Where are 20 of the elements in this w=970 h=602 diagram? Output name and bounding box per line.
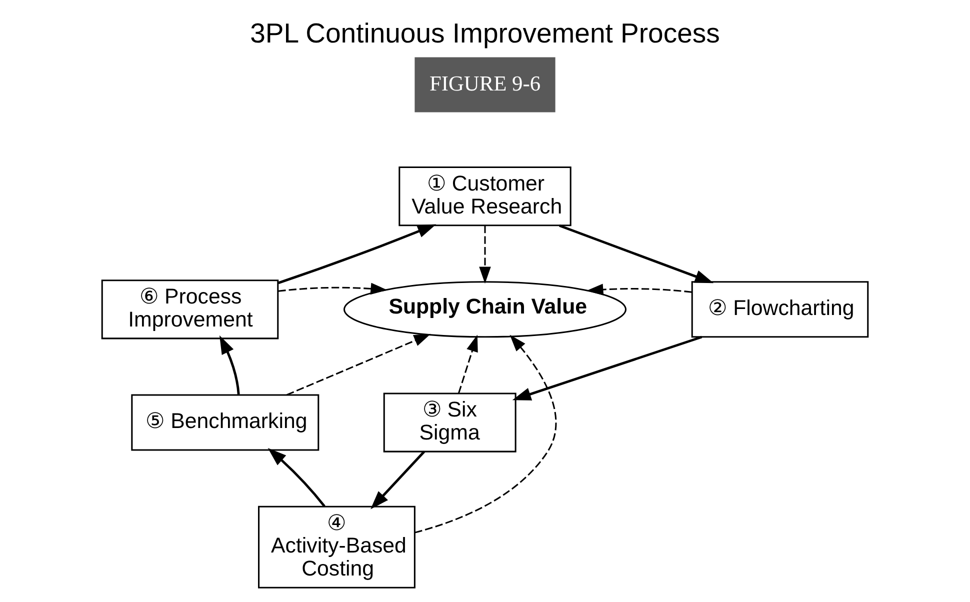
node-box: ① Customer Value Research [398, 166, 572, 226]
arrow [278, 282, 388, 295]
arrow [586, 284, 692, 296]
node-box: ⑥ Process Improvement [101, 280, 279, 340]
arrow [512, 336, 702, 400]
diagram-title: 3PL Continuous Improvement Process [250, 18, 720, 49]
arrow [219, 335, 240, 394]
node-box: ③ Six Sigma [383, 392, 516, 452]
arrow [414, 334, 557, 534]
node-box: ⑤ Benchmarking [131, 394, 320, 451]
label: FIGURE 9-6 [429, 71, 541, 96]
arrow [278, 224, 436, 284]
arrow [370, 450, 426, 510]
arrow [268, 448, 326, 508]
arrow [458, 334, 478, 394]
node-box: ② Flowcharting [691, 281, 869, 338]
arrow [559, 224, 714, 284]
node-box: ④ Activity-Based Costing [258, 506, 416, 588]
arrow [286, 334, 431, 396]
arrow [479, 226, 491, 284]
